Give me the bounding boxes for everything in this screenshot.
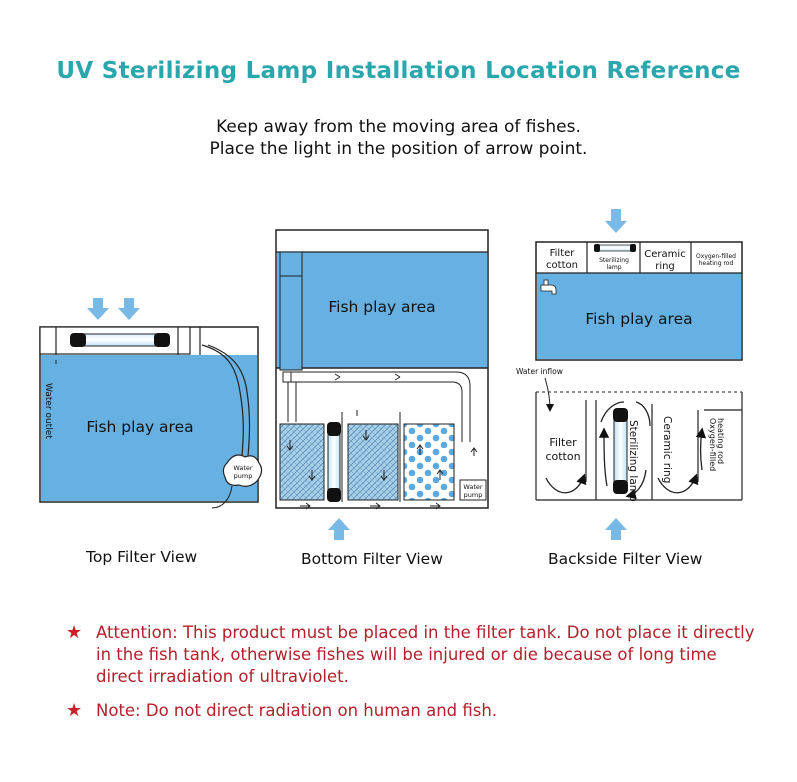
filter-sponge-right	[347, 423, 399, 501]
faucet-icon	[540, 279, 557, 295]
note-text: Note: Do not direct radiation on human a…	[96, 701, 498, 720]
top-view-arrows	[87, 298, 140, 320]
flow-arrows	[545, 401, 707, 500]
installation-diagram: Fish play area Water outlet Water pump F…	[39, 209, 743, 540]
bottom-view-arrow	[328, 518, 350, 540]
svg-text:Sterilizing: Sterilizing	[599, 257, 629, 264]
filter-sponge-left	[279, 423, 325, 501]
svg-text:ring: ring	[655, 261, 675, 272]
svg-text:Water outlet: Water outlet	[43, 383, 53, 439]
backside-filter-view: Filter cotton Sterilizing lamp Ceramic r…	[516, 209, 743, 540]
svg-text:pump: pump	[464, 491, 483, 499]
backside-fish-area-label: Fish play area	[585, 310, 692, 328]
top-view-water	[41, 355, 257, 501]
notes-section: ★ Attention: This product must be placed…	[66, 622, 766, 734]
top-view-fish-area-label: Fish play area	[86, 418, 193, 436]
svg-text:Ceramic ring: Ceramic ring	[661, 416, 673, 483]
water-pump-icon: Water pump	[459, 479, 487, 501]
bottom-view-water	[277, 252, 487, 368]
svg-text:lamp: lamp	[607, 264, 622, 271]
svg-text:Oxygen-filled: Oxygen-filled	[696, 253, 736, 260]
star-icon: ★	[66, 622, 83, 643]
radiation-note: ★ Note: Do not direct radiation on human…	[66, 700, 766, 722]
backside-filter-chamber	[535, 391, 743, 501]
bottom-view-fish-area-label: Fish play area	[328, 298, 435, 316]
svg-text:heating rod: heating rod	[716, 418, 725, 464]
subtitle: Keep away from the moving area of fishes…	[0, 116, 797, 160]
star-icon: ★	[66, 700, 83, 721]
uv-lamp-icon	[327, 422, 341, 502]
water-inflow-label: Water inflow	[516, 367, 563, 376]
water-outlet-label: Water outlet	[42, 356, 54, 454]
svg-text:pump: pump	[234, 472, 253, 480]
backside-top-arrow	[605, 209, 627, 233]
svg-text:cotton: cotton	[546, 260, 578, 271]
water-pump-icon: Water pump	[201, 344, 263, 509]
subtitle-line-2: Place the light in the position of arrow…	[209, 139, 588, 159]
caption-top-filter-view: Top Filter View	[86, 548, 198, 566]
uv-lamp-icon	[613, 408, 628, 494]
uv-lamp-icon	[594, 244, 636, 252]
caption-backside-filter-view: Backside Filter View	[548, 550, 703, 568]
svg-text:heating rod: heating rod	[699, 260, 734, 267]
svg-text:cotton: cotton	[545, 450, 580, 463]
backside-top-water	[537, 273, 741, 359]
svg-text:Ceramic: Ceramic	[644, 249, 685, 260]
attention-text: Attention: This product must be placed i…	[96, 623, 755, 686]
ceramic-ring-media	[403, 423, 455, 501]
bottom-filter-view: Fish play area	[275, 229, 489, 540]
bottom-view-piping	[282, 371, 471, 442]
svg-text:Sterilizing lamp: Sterilizing lamp	[627, 420, 639, 502]
uv-lamp-icon	[70, 333, 170, 347]
page-title: UV Sterilizing Lamp Installation Locatio…	[56, 58, 741, 84]
attention-note: ★ Attention: This product must be placed…	[66, 622, 766, 688]
svg-text:Water: Water	[233, 464, 253, 472]
subtitle-line-1: Keep away from the moving area of fishes…	[216, 117, 581, 137]
top-filter-view: Fish play area Water outlet Water pump	[39, 298, 263, 509]
caption-bottom-filter-view: Bottom Filter View	[301, 550, 443, 568]
svg-text:Filter: Filter	[550, 248, 576, 259]
backside-bottom-arrow	[605, 518, 627, 540]
svg-text:Filter: Filter	[549, 436, 577, 449]
svg-text:Oxygen-filled: Oxygen-filled	[708, 418, 717, 471]
flow-arrows	[286, 410, 478, 510]
svg-text:Water: Water	[463, 483, 483, 491]
